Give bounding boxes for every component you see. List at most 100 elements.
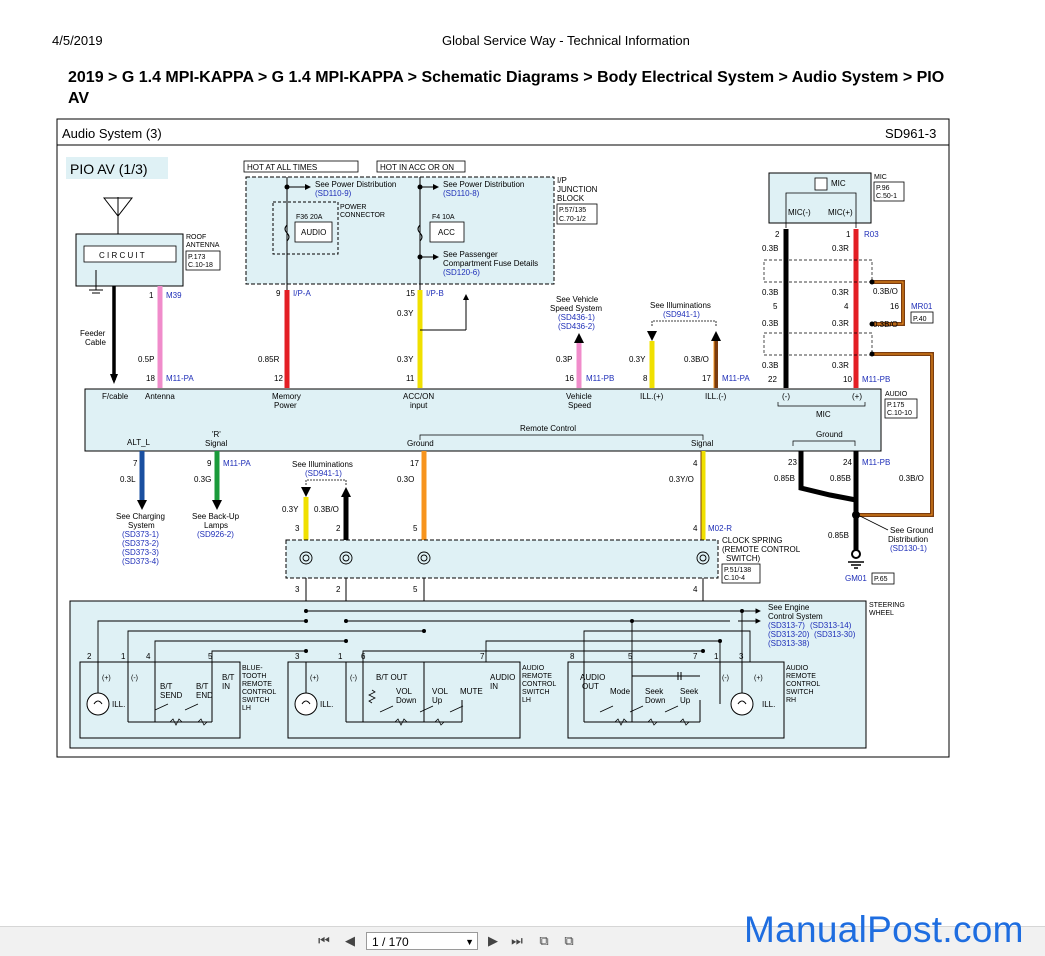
conn-label: M11-PB bbox=[862, 375, 890, 384]
gauge-label: 0.85B bbox=[828, 531, 849, 540]
fit-page-button[interactable]: ⧉ bbox=[536, 933, 552, 949]
vss-label: Speed System bbox=[550, 304, 602, 313]
gauge-label: 0.3B bbox=[762, 244, 778, 253]
see-power-2: See Power Distribution bbox=[443, 180, 524, 189]
ipjb-label: BLOCK bbox=[557, 194, 585, 203]
charging-ref[interactable]: (SD373-4) bbox=[122, 557, 159, 566]
pin-mic-plus: (+) bbox=[852, 392, 862, 401]
vol-up: Up bbox=[432, 696, 443, 705]
mic-ref: C.50-1 bbox=[876, 193, 897, 200]
last-page-icon: ⏭ bbox=[511, 933, 523, 948]
pin-mic-minus: (-) bbox=[782, 392, 790, 401]
audio-in: AUDIO bbox=[490, 673, 515, 682]
sd110-9-link[interactable]: (SD110-9) bbox=[315, 189, 352, 198]
bt-in: B/T bbox=[222, 673, 235, 682]
engine-ref[interactable]: (SD313-20) bbox=[768, 630, 810, 639]
clock-spring-label: SWITCH) bbox=[726, 554, 761, 563]
mute: MUTE bbox=[460, 687, 483, 696]
pin-label: 12 bbox=[274, 374, 283, 383]
pin-label: 5 bbox=[628, 652, 633, 661]
arl-label: LH bbox=[522, 697, 531, 704]
sd110-8-link[interactable]: (SD110-8) bbox=[443, 189, 480, 198]
engine-ref[interactable]: (SD313-7) bbox=[768, 621, 805, 630]
pdf-viewer-toolbar: ⏮ ◀ 1 / 170 ▼ ▶ ⏭ ⧉ ⧉ bbox=[0, 926, 1045, 956]
charging-ref[interactable]: (SD373-2) bbox=[122, 539, 159, 548]
gauge-label: 0.3Y/O bbox=[669, 475, 694, 484]
roof-ref: C.10-18 bbox=[188, 262, 213, 269]
conn-label: M39 bbox=[166, 291, 182, 300]
ground-ref[interactable]: (SD130-1) bbox=[890, 544, 927, 553]
roof-antenna-label: ANTENNA bbox=[186, 242, 220, 249]
mic-inner-label: MIC bbox=[831, 179, 846, 188]
page-value: 1 / 170 bbox=[372, 935, 409, 949]
ipjb-ref-box bbox=[556, 203, 598, 225]
conn-label: R03 bbox=[864, 230, 879, 239]
next-page-button[interactable]: ▶ bbox=[485, 933, 501, 949]
bt-in: IN bbox=[222, 682, 230, 691]
mr01-ref: P.40 bbox=[913, 316, 927, 323]
pin-r: Signal bbox=[205, 439, 227, 448]
pin-label: 3 bbox=[295, 524, 300, 533]
vol-down: VOL bbox=[396, 687, 413, 696]
last-page-button[interactable]: ⏭ bbox=[509, 933, 525, 949]
pin-label: 2 bbox=[87, 652, 92, 661]
prev-page-button[interactable]: ◀ bbox=[342, 933, 358, 949]
pin-label: 15 bbox=[406, 289, 415, 298]
see-backup: See Back-Up bbox=[192, 512, 240, 521]
sd120-6-link[interactable]: (SD120-6) bbox=[443, 268, 480, 277]
breadcrumb: 2019 > G 1.4 MPI-KAPPA > G 1.4 MPI-KAPPA… bbox=[68, 69, 945, 107]
gauge-label: 0.3R bbox=[832, 288, 849, 297]
mic-title: MIC bbox=[874, 174, 887, 181]
gauge-label: 0.3R bbox=[832, 361, 849, 370]
gauge-label: 0.3B/O bbox=[873, 320, 898, 329]
gauge-label: 0.3R bbox=[832, 244, 849, 253]
illum-top-label: See Illuminations bbox=[650, 301, 711, 310]
gauge-label: 0.85B bbox=[830, 474, 851, 483]
pin-label: 9 bbox=[207, 459, 212, 468]
fit-width-icon: ⧉ bbox=[564, 933, 574, 948]
pin-vs: Speed bbox=[568, 401, 591, 410]
conn-label: I/P-B bbox=[426, 289, 444, 298]
ipjb-label: I/P bbox=[557, 176, 567, 185]
illum-mid-ref[interactable]: (SD941-1) bbox=[305, 469, 342, 478]
charging-ref[interactable]: (SD373-3) bbox=[122, 548, 159, 557]
engine-ref[interactable]: (SD313-14) bbox=[810, 621, 852, 630]
backup-ref[interactable]: (SD926-2) bbox=[197, 530, 234, 539]
vss-ref[interactable]: (SD436-2) bbox=[558, 322, 595, 331]
pin-label: 3 bbox=[295, 585, 300, 594]
pin-label: 16 bbox=[890, 302, 899, 311]
fit-width-button[interactable]: ⧉ bbox=[561, 933, 577, 949]
pin-mic: MIC bbox=[816, 410, 831, 419]
illum-mid-label: See Illuminations bbox=[292, 460, 353, 469]
illum-top-ref[interactable]: (SD941-1) bbox=[663, 310, 700, 319]
pin-memory: Memory bbox=[272, 392, 301, 401]
ipjb-label: JUNCTION bbox=[557, 185, 598, 194]
pin-label: 5 bbox=[208, 652, 213, 661]
chevron-down-icon: ▼ bbox=[465, 937, 474, 947]
vss-ref[interactable]: (SD436-1) bbox=[558, 313, 595, 322]
engine-ref[interactable]: (SD313-38) bbox=[768, 639, 810, 648]
hot-all-label: HOT AT ALL TIMES bbox=[247, 163, 317, 172]
vol-down: Down bbox=[396, 696, 416, 705]
conn-label: M11-PA bbox=[166, 374, 194, 383]
gauge-label: 0.3B/O bbox=[314, 505, 339, 514]
audio-in: IN bbox=[490, 682, 498, 691]
audio-ref: C.10-10 bbox=[887, 410, 912, 417]
clock-ref: C.10-4 bbox=[724, 575, 745, 582]
engine-ref[interactable]: (SD313-30) bbox=[814, 630, 856, 639]
bt-out: B/T OUT bbox=[376, 673, 408, 682]
page-select[interactable]: 1 / 170 ▼ bbox=[366, 932, 478, 950]
gauge-label: 0.3B/O bbox=[873, 287, 898, 296]
watermark: ManualPost.com bbox=[744, 909, 1024, 950]
pin-ill-plus: ILL.(+) bbox=[640, 392, 664, 401]
pin-label: 17 bbox=[702, 374, 711, 383]
conn-label: M11-PA bbox=[722, 374, 750, 383]
pin-label: 18 bbox=[146, 374, 155, 383]
see-charging: System bbox=[128, 521, 155, 530]
see-charging: See Charging bbox=[116, 512, 165, 521]
first-page-button[interactable]: ⏮ bbox=[316, 933, 332, 949]
bt-label: BLUE- bbox=[242, 665, 263, 672]
charging-ref[interactable]: (SD373-1) bbox=[122, 530, 159, 539]
pin-label: 7 bbox=[693, 652, 698, 661]
pin-label: 5 bbox=[413, 585, 418, 594]
